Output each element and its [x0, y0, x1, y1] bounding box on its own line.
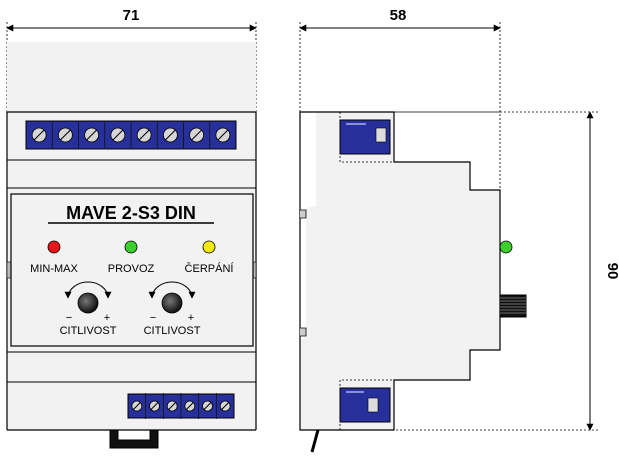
model-title: MAVE 2-S3 DIN	[66, 203, 196, 223]
terminal-screw-icon	[215, 127, 231, 143]
knob-1-label: CITLIVOST	[60, 325, 117, 337]
terminal-screw-icon	[189, 127, 205, 143]
din-clip	[109, 429, 159, 449]
terminal-screw-icon	[219, 400, 231, 412]
terminal-screw-icon	[184, 400, 196, 412]
terminal-screw-icon	[57, 127, 73, 143]
knob-shaft-side	[499, 294, 527, 318]
terminal-screw-icon	[110, 127, 126, 143]
terminal-screw-icon	[162, 127, 178, 143]
terminal-screw-icon	[84, 127, 100, 143]
knob-2-label: CITLIVOST	[144, 325, 201, 337]
dimension-height: 90	[340, 111, 619, 431]
cerpani-label: ČERPÁNÍ	[185, 262, 235, 275]
bottom-terminal-block	[127, 393, 235, 419]
knob-1-minus: −	[66, 312, 72, 324]
knob-2-plus: +	[188, 312, 194, 324]
knob-icon[interactable]	[161, 292, 183, 314]
min-max-led-icon	[47, 240, 61, 254]
knob-1-plus: +	[104, 312, 110, 324]
terminal-screw-icon	[136, 127, 152, 143]
height-label: 90	[604, 263, 619, 280]
min-max-label: MIN-MAX	[30, 263, 78, 275]
terminal-screw-icon	[131, 400, 143, 412]
front-view: MAVE 2-S3 DIN MIN-MAX PROVOZ ČERPÁNÍ − +…	[6, 42, 257, 449]
terminal-screw-icon	[31, 127, 47, 143]
terminal-screw-icon	[202, 400, 213, 412]
front-panel	[10, 193, 254, 347]
knob-2-minus: −	[150, 312, 156, 324]
side-led-icon	[499, 240, 513, 254]
sensitivity-knob-1[interactable]: − + CITLIVOST	[60, 281, 117, 337]
sensitivity-knob-2[interactable]: − + CITLIVOST	[144, 281, 201, 337]
provoz-led-icon	[124, 240, 138, 254]
side-width-label: 58	[390, 7, 407, 24]
terminal-screw-icon	[149, 400, 160, 412]
provoz-label: PROVOZ	[108, 263, 155, 275]
front-width-label: 71	[123, 7, 140, 24]
cerpani-led-icon	[202, 240, 216, 254]
knob-icon[interactable]	[77, 292, 99, 314]
top-terminal-block	[25, 120, 237, 150]
terminal-screw-icon	[166, 400, 178, 412]
side-view	[299, 111, 527, 453]
